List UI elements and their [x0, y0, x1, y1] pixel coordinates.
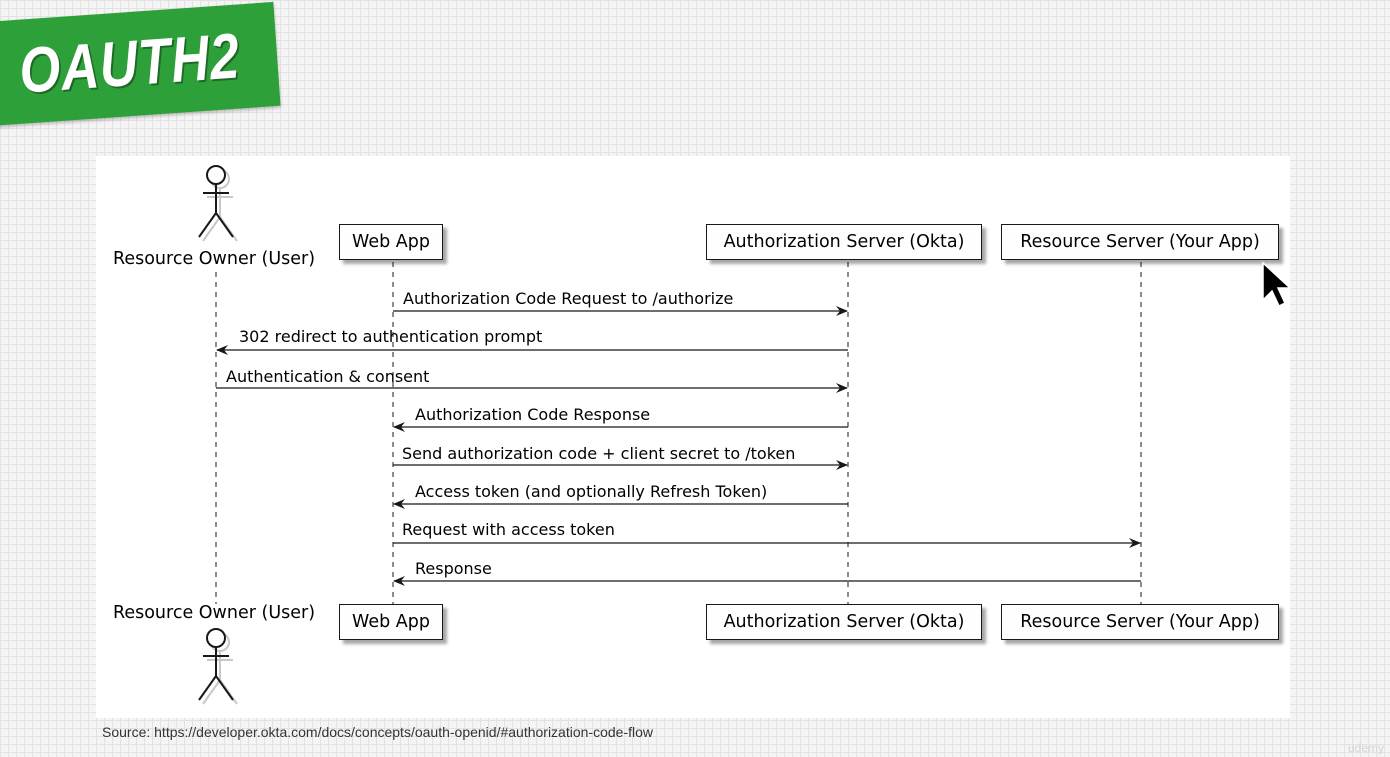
message-label: Authentication & consent — [226, 367, 430, 386]
message-label: 302 redirect to authentication prompt — [239, 327, 543, 346]
actor-label-user-bottom: Resource Owner (User) — [112, 603, 316, 623]
participant-auth-server-bottom: Authorization Server (Okta) — [706, 604, 982, 640]
stick-figure-icon — [198, 628, 238, 705]
participant-web-app-top: Web App — [339, 224, 443, 260]
stick-figure-icon — [198, 165, 238, 242]
message-label: Request with access token — [402, 520, 615, 539]
participant-web-app-bottom: Web App — [339, 604, 443, 640]
participant-resource-server-top: Resource Server (Your App) — [1001, 224, 1279, 260]
participant-resource-server-bottom: Resource Server (Your App) — [1001, 604, 1279, 640]
message-label: Access token (and optionally Refresh Tok… — [415, 482, 768, 501]
message-label: Send authorization code + client secret … — [402, 444, 796, 463]
source-caption: Source: https://developer.okta.com/docs/… — [102, 724, 653, 740]
message-label: Authorization Code Response — [415, 405, 651, 424]
actor-label-user-top: Resource Owner (User) — [112, 249, 316, 269]
participant-auth-server-top: Authorization Server (Okta) — [706, 224, 982, 260]
message-label: Authorization Code Request to /authorize — [403, 289, 734, 308]
message-label: Response — [415, 559, 492, 578]
watermark: udemy — [1347, 741, 1384, 755]
